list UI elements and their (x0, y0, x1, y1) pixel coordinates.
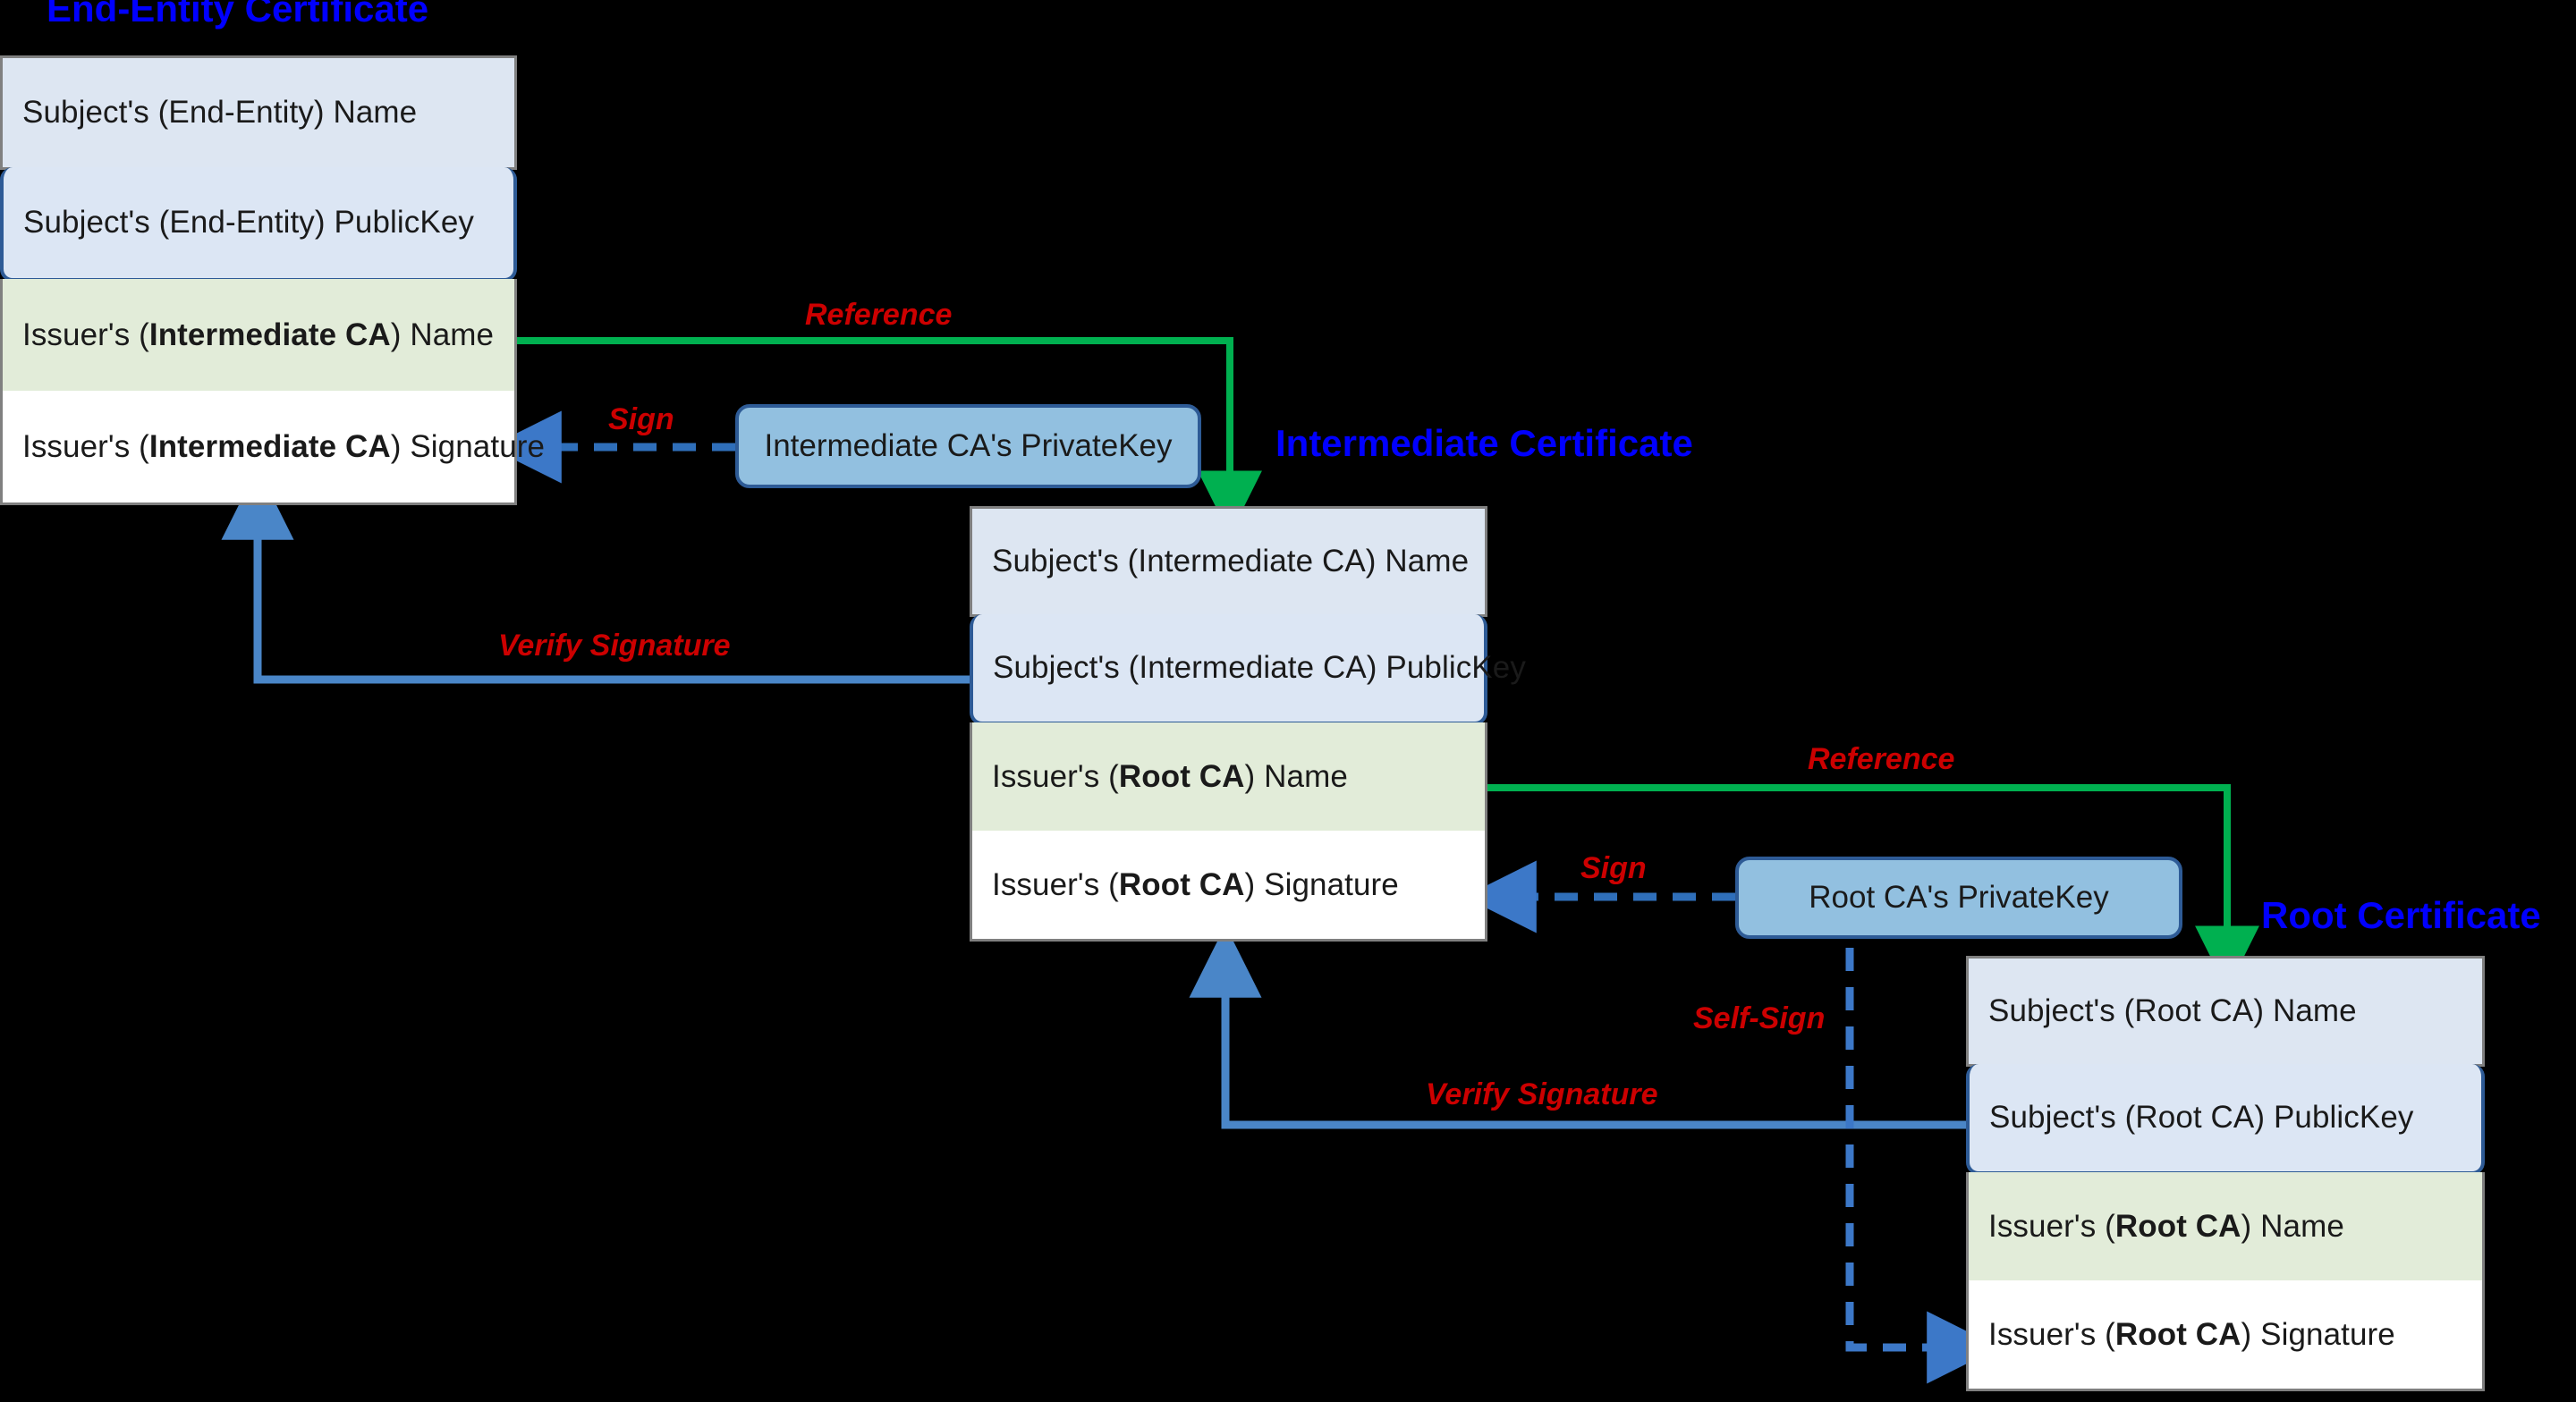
edge-label-verify-top: Verify Signature (498, 629, 731, 663)
cert-row-label: Issuer's (Root CA) Signature (992, 866, 1399, 902)
cert-row-label: Issuer's (Intermediate CA) Name (22, 317, 495, 352)
certificate-intermediate: Subject's (Intermediate CA) Name Subject… (970, 506, 1526, 942)
cert-row-issuer-signature[interactable]: Issuer's (Root CA) Signature (1966, 1280, 2485, 1391)
cert-row-subject-name[interactable]: Subject's (Root CA) Name (1966, 956, 2485, 1067)
cert-row-issuer-signature[interactable]: Issuer's (Intermediate CA) Signature (0, 391, 545, 505)
cert-row-subject-publickey[interactable]: Subject's (End-Entity) PublicKey (0, 167, 517, 282)
certificate-end-entity: Subject's (End-Entity) Name Subject's (E… (0, 55, 545, 505)
cert-row-issuer-name[interactable]: Issuer's (Root CA) Name (1966, 1172, 2485, 1283)
edge-label-reference-bottom: Reference (1808, 742, 1955, 776)
edge-label-sign-bottom: Sign (1580, 851, 1647, 885)
cert-row-subject-publickey[interactable]: Subject's (Intermediate CA) PublicKey (970, 614, 1526, 725)
cert-title-root: Root Certificate (2261, 894, 2541, 936)
cert-row-label: Issuer's (Intermediate CA) Signature (22, 428, 546, 464)
edge-label-verify-bottom: Verify Signature (1426, 1077, 1658, 1111)
cert-row-issuer-name[interactable]: Issuer's (Intermediate CA) Name (0, 279, 517, 393)
cert-row-label: Issuer's (Root CA) Name (992, 758, 1348, 794)
cert-title-end-entity: End-Entity Certificate (47, 0, 429, 30)
cert-row-label: Subject's (Intermediate CA) Name (992, 544, 1470, 579)
cert-row-issuer-signature[interactable]: Issuer's (Root CA) Signature (970, 831, 1487, 942)
key-root-private-key[interactable]: Root CA's PrivateKey (1735, 857, 2182, 939)
edge-label-reference-top: Reference (805, 298, 953, 332)
cert-row-label: Subject's (End-Entity) PublicKey (23, 205, 474, 240)
cert-row-label: Subject's (Intermediate CA) PublicKey (993, 650, 1526, 685)
cert-row-label: Subject's (Root CA) PublicKey (1989, 1100, 2414, 1135)
certificate-root: Subject's (Root CA) Name Subject's (Root… (1966, 956, 2485, 1391)
cert-row-subject-name[interactable]: Subject's (Intermediate CA) Name (970, 506, 1487, 617)
cert-row-issuer-name[interactable]: Issuer's (Root CA) Name (970, 722, 1487, 833)
cert-row-subject-name[interactable]: Subject's (End-Entity) Name (0, 55, 517, 170)
cert-row-subject-publickey[interactable]: Subject's (Root CA) PublicKey (1966, 1064, 2485, 1175)
cert-row-label: Issuer's (Root CA) Signature (1988, 1316, 2395, 1352)
key-intermediate-private-key[interactable]: Intermediate CA's PrivateKey (735, 404, 1201, 488)
cert-row-label: Issuer's (Root CA) Name (1988, 1208, 2344, 1244)
cert-row-label: Subject's (End-Entity) Name (22, 95, 418, 130)
cert-title-intermediate: Intermediate Certificate (1275, 422, 1693, 464)
edge-label-self-sign: Self-Sign (1693, 1001, 1826, 1035)
cert-row-label: Subject's (Root CA) Name (1988, 993, 2357, 1028)
edge-self-sign (1845, 948, 2000, 1384)
edge-label-sign-top: Sign (608, 402, 674, 436)
